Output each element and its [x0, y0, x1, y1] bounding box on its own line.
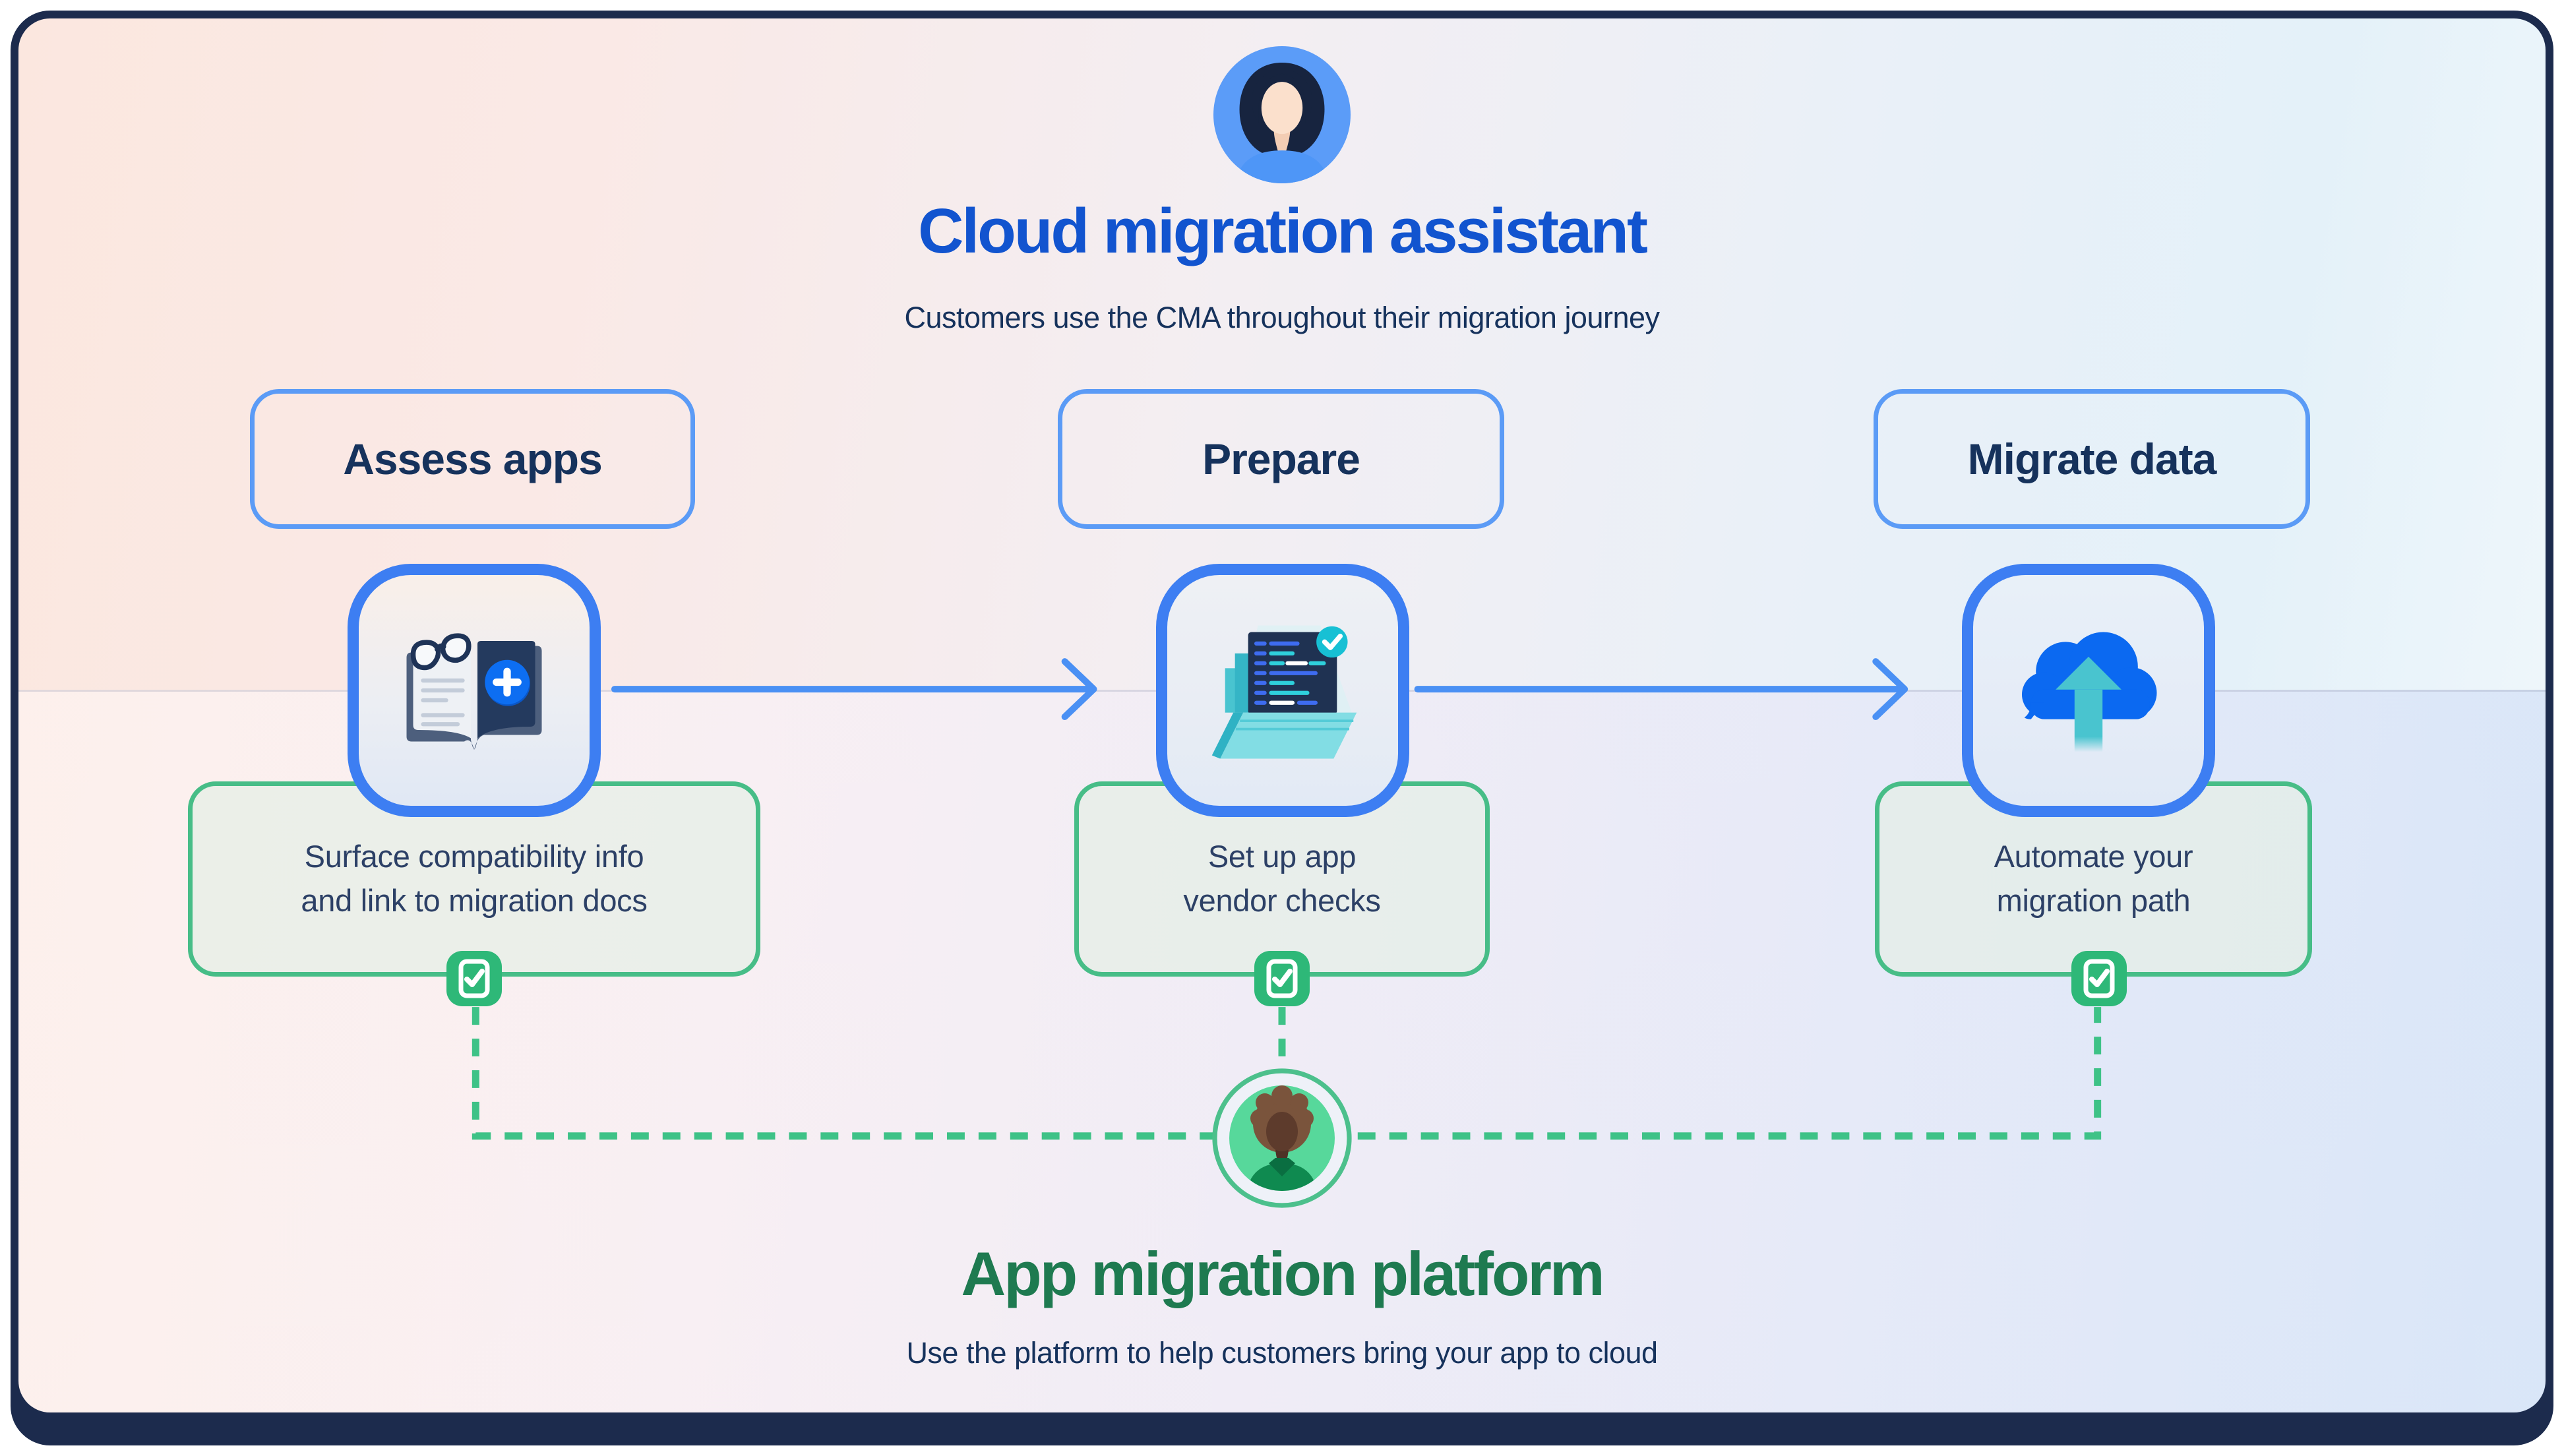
stage-box-assess-apps: Assess apps	[250, 389, 695, 529]
platform-title: App migration platform	[961, 1239, 1604, 1308]
stage-label: Assess apps	[343, 435, 603, 483]
platform-subtitle: Use the platform to help customers bring…	[906, 1336, 1658, 1370]
prepare-checkbox-badge	[1254, 951, 1310, 1006]
customer-avatar	[1213, 46, 1351, 183]
outcome-text-line: Surface compatibility info	[304, 839, 644, 874]
canvas-frame: Cloud migration assistant Customers use …	[11, 11, 2553, 1445]
outcome-text-line: Automate your	[1994, 839, 2193, 874]
dashed-connector-outer	[472, 1007, 2102, 1140]
stage-label: Prepare	[1202, 435, 1360, 483]
outcome-text-line: vendor checks	[1183, 883, 1381, 918]
prepare-icon-tile	[1156, 564, 1409, 817]
cloud-upload-icon	[2021, 632, 2157, 752]
arrow-head-2	[1872, 658, 1908, 720]
outcome-text-line: Set up app	[1207, 839, 1357, 874]
assess-icon-tile	[348, 564, 601, 817]
arrow-head-1	[1061, 658, 1097, 720]
diagram-canvas: Cloud migration assistant Customers use …	[18, 18, 2546, 1412]
checkbox-icon	[1266, 959, 1298, 998]
migrate-checkbox-badge	[2071, 951, 2127, 1006]
outcome-text-line: migration path	[1996, 883, 2191, 918]
assess-checkbox-badge	[446, 951, 502, 1006]
stage-label: Migrate data	[1967, 435, 2217, 483]
platform-dashed-connectors	[472, 1007, 2102, 1140]
migrate-icon-tile	[1962, 564, 2215, 817]
page-subtitle: Customers use the CMA throughout their m…	[904, 301, 1660, 334]
checkbox-icon	[458, 959, 490, 998]
open-book-add-icon	[406, 633, 542, 750]
outcome-text-line: and link to migration docs	[301, 883, 648, 918]
stage-flow-arrows	[611, 658, 1908, 720]
folder-code-check-icon	[1211, 625, 1357, 759]
stage-box-prepare: Prepare	[1058, 389, 1504, 529]
checkbox-icon	[2083, 959, 2115, 998]
platform-avatar	[1212, 1068, 1352, 1208]
page-title: Cloud migration assistant	[918, 196, 1648, 266]
stage-box-migrate-data: Migrate data	[1874, 389, 2310, 529]
